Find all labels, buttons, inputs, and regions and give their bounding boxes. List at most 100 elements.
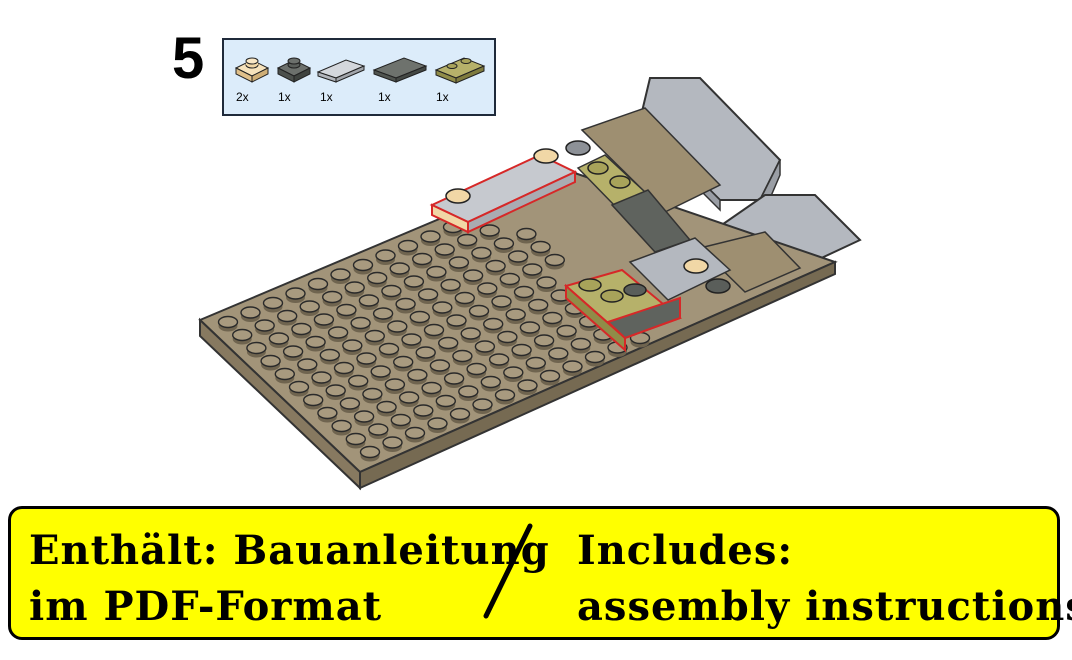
stud (370, 365, 391, 378)
info-banner: Enthält: Bauanleitung im PDF-Format Incl… (8, 506, 1072, 640)
olive-plate-1x2-icon (434, 54, 486, 89)
stud (327, 326, 349, 339)
banner-english-line2: assembly instructions (577, 583, 1072, 630)
parts-list: 2x 1x 1x 1x (222, 38, 496, 116)
part-qty: 1x (320, 90, 333, 104)
stud (448, 256, 470, 269)
stud (516, 227, 537, 241)
stud (440, 278, 461, 292)
part-qty: 1x (378, 90, 391, 104)
stud (562, 360, 583, 373)
stud (384, 378, 406, 391)
part-qty: 2x (236, 90, 249, 104)
stud (375, 249, 396, 262)
stud (474, 340, 496, 353)
tan-plate-1x1-icon (234, 54, 270, 89)
stud (311, 371, 332, 384)
stud (423, 323, 445, 337)
stud (376, 400, 397, 414)
stud (584, 350, 606, 364)
build-step-illustration (198, 77, 862, 491)
stud (438, 336, 459, 350)
stud (291, 322, 312, 336)
stud (471, 246, 492, 260)
stud (420, 230, 441, 243)
stud (503, 366, 524, 379)
stud (262, 296, 284, 310)
stud (426, 265, 447, 279)
stud (452, 349, 473, 363)
stud (505, 308, 526, 321)
stud (525, 356, 546, 370)
stud (413, 404, 434, 417)
stud (491, 295, 512, 308)
stud (460, 327, 481, 340)
stud (427, 417, 448, 430)
stud (345, 432, 366, 446)
stud (305, 335, 326, 349)
stud (409, 310, 430, 324)
stud (570, 337, 591, 351)
stud (542, 311, 563, 325)
stud (274, 367, 295, 381)
stud (387, 320, 408, 333)
banner-german-line2: im PDF-Format (29, 583, 383, 630)
stud (556, 324, 577, 338)
stud (432, 301, 453, 314)
stud (417, 288, 439, 301)
stud (497, 330, 518, 344)
stud (429, 359, 451, 372)
stud (381, 284, 402, 298)
stud (488, 353, 510, 366)
stud (480, 375, 501, 389)
stud (397, 239, 419, 253)
stud-grid (217, 220, 651, 462)
stud (333, 361, 355, 375)
stud (297, 358, 318, 371)
stud (344, 281, 365, 294)
dark-gray-plate-1x1-icon (276, 54, 312, 89)
stud (454, 291, 475, 305)
stud (268, 332, 290, 345)
stud (317, 406, 338, 420)
stud (494, 388, 516, 402)
stud (446, 314, 467, 327)
stud (403, 275, 425, 288)
light-gray-tile-1x2-icon (316, 54, 366, 89)
stud (240, 306, 261, 319)
stud (217, 315, 239, 329)
part-qty: 1x (278, 90, 291, 104)
stud (530, 240, 551, 254)
new-part-tan-gray-row (429, 148, 578, 234)
dark-gray-tile-1x2-icon (372, 54, 428, 89)
stud (522, 263, 543, 276)
stud (536, 276, 557, 289)
stud (548, 347, 569, 360)
stud (358, 294, 380, 307)
stud (368, 423, 389, 436)
stud (282, 345, 304, 358)
stud (528, 298, 549, 312)
stud (231, 328, 253, 342)
stud (353, 410, 375, 423)
stud (434, 243, 455, 256)
stud (285, 287, 306, 300)
stud (435, 394, 456, 408)
stud (389, 262, 410, 275)
stud (246, 341, 267, 355)
gray-plate-right (628, 237, 732, 301)
stud (395, 297, 416, 311)
step-number: 5 (172, 26, 205, 91)
banner-german-line1: Enthält: Bauanleitung (29, 527, 550, 574)
stud (393, 355, 414, 369)
stud (493, 237, 515, 250)
stud (401, 333, 422, 346)
stud (511, 343, 532, 357)
stud (533, 334, 555, 347)
stud (364, 329, 385, 343)
stud (457, 233, 478, 247)
stud (539, 369, 561, 383)
tan-tiles-area (580, 107, 802, 293)
stud (472, 398, 493, 411)
stud (398, 391, 420, 404)
